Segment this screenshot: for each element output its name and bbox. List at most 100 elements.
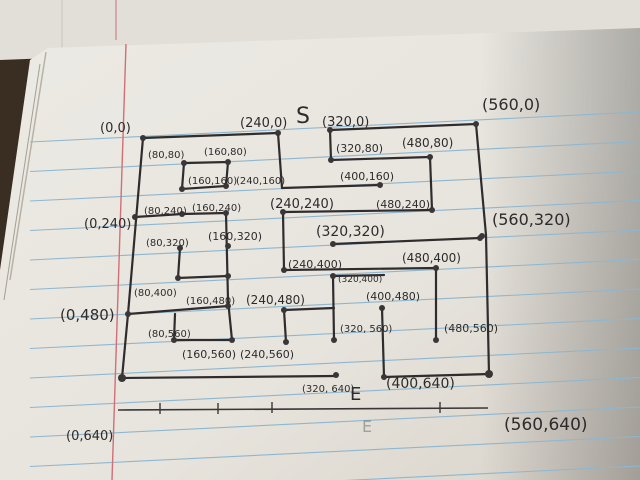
ruled-line — [29, 111, 640, 143]
coordinate-label: (400,640) — [386, 376, 455, 392]
coordinate-label: (400,480) — [366, 290, 420, 303]
paper-shading — [0, 28, 640, 480]
coordinate-label: (160,160) — [188, 176, 237, 187]
vertex-dot — [225, 303, 231, 309]
coordinate-label: (320, 640) — [302, 384, 354, 395]
ruler-line — [117, 407, 489, 411]
ruled-line — [29, 406, 640, 438]
coordinate-label: (0,640) — [66, 429, 113, 444]
maze-vertices — [118, 121, 493, 382]
coordinate-label: (80,320) — [146, 238, 189, 249]
wall-0-480-row — [126, 304, 230, 316]
ruled-line — [29, 140, 640, 173]
coordinate-label: (320,400) — [338, 275, 382, 285]
vertex-dot — [379, 305, 385, 311]
wall-240-0-down — [276, 131, 284, 190]
coordinate-label: (560,640) — [504, 415, 588, 435]
vertex-dot — [229, 337, 235, 343]
coordinate-label: (320,0) — [322, 115, 369, 130]
coordinate-label: (240,560) — [240, 348, 294, 361]
vertex-dot — [225, 159, 231, 165]
coordinate-label: (320,80) — [336, 142, 383, 155]
outer-wall-left-top — [120, 131, 280, 380]
vertex-dot — [225, 273, 231, 279]
vertex-dot — [181, 160, 187, 166]
end-marker: E — [350, 384, 361, 405]
wall-320-320-row — [331, 236, 482, 246]
vertex-dot — [433, 265, 439, 271]
coordinate-label: (480,560) — [444, 322, 498, 335]
vertex-dot — [281, 307, 287, 313]
vertex-dot — [330, 241, 336, 247]
coordinate-labels: (0,0) (240,0) (320,0) (560,0) (80,80) (1… — [60, 95, 588, 444]
vertex-dot — [327, 127, 333, 133]
margin-line — [111, 43, 127, 480]
ruled-line — [29, 435, 640, 468]
start-marker: S — [296, 104, 310, 129]
coordinate-label: (160,480) — [186, 296, 235, 307]
vertex-dot — [179, 186, 185, 192]
coordinate-label: (80,80) — [148, 150, 185, 161]
coordinate-label: (0,240) — [84, 217, 131, 232]
vertex-dot — [280, 209, 286, 215]
vertex-dot — [330, 273, 336, 279]
coordinate-label: (400,160) — [340, 170, 394, 183]
coordinate-label: (0,480) — [60, 306, 115, 324]
wall-480-80-down — [428, 155, 434, 212]
vertex-dot — [223, 183, 229, 189]
coordinate-label: (480,240) — [376, 198, 430, 211]
vertex-dot — [125, 311, 131, 317]
ruled-line — [29, 376, 640, 409]
outer-wall-bottom-left — [120, 374, 338, 380]
vertex-dot — [333, 372, 339, 378]
vertex-dot — [429, 207, 435, 213]
coordinate-label: (560,0) — [482, 95, 540, 114]
coordinate-label: (160,240) — [192, 203, 241, 214]
coordinate-label: (560,320) — [492, 210, 571, 229]
wall-320-400-box — [332, 273, 386, 278]
vertex-dot — [179, 211, 185, 217]
vertex-dot — [283, 339, 289, 345]
wall-160-240-down — [224, 211, 234, 342]
vertex-dot — [175, 275, 181, 281]
coordinate-label: (320,320) — [316, 224, 385, 240]
coordinate-label: (0,0) — [100, 121, 131, 136]
coordinate-label: (240,240) — [270, 197, 334, 212]
vertex-dot — [281, 267, 287, 273]
vertex-dot — [427, 154, 433, 160]
vertex-dot — [433, 337, 439, 343]
wall-240-160-row — [280, 183, 382, 190]
vertex-dot — [118, 374, 126, 382]
coordinate-label: (480,400) — [402, 251, 461, 265]
vertex-dot — [275, 130, 281, 136]
coordinate-label: (240,0) — [240, 116, 287, 131]
vertex-dot — [328, 157, 334, 163]
vertex-dot — [223, 210, 229, 216]
ruled-line — [29, 199, 640, 232]
coordinate-label: (80,240) — [144, 206, 187, 217]
end-marker-ghost: E — [362, 417, 372, 436]
coordinate-label: (240,160) — [236, 176, 285, 187]
ruled-line — [344, 465, 640, 480]
ruled-line — [29, 347, 640, 379]
coordinate-label: (240,400) — [288, 258, 342, 271]
coordinate-label: (160,320) — [208, 230, 262, 243]
wall-240-480-row — [282, 306, 336, 312]
wall-240-240-down — [281, 210, 286, 272]
outer-wall-top-right — [328, 122, 491, 379]
ruled-lines — [29, 111, 640, 480]
vertex-dot — [140, 135, 146, 141]
coordinate-label: (160,80) — [204, 147, 247, 158]
ruled-line — [29, 317, 640, 350]
wall-240-240-row — [281, 208, 434, 214]
wall-240-480-down — [282, 308, 288, 344]
coordinate-label: (480,80) — [402, 136, 453, 150]
vertex-dot — [177, 245, 183, 251]
wall-400-480-down — [380, 306, 386, 379]
paper-edge — [9, 51, 47, 281]
coordinate-label: (80,560) — [148, 329, 191, 340]
coordinate-label: (80,400) — [134, 288, 177, 299]
vertex-dot — [377, 182, 383, 188]
vertex-dot — [331, 337, 337, 343]
